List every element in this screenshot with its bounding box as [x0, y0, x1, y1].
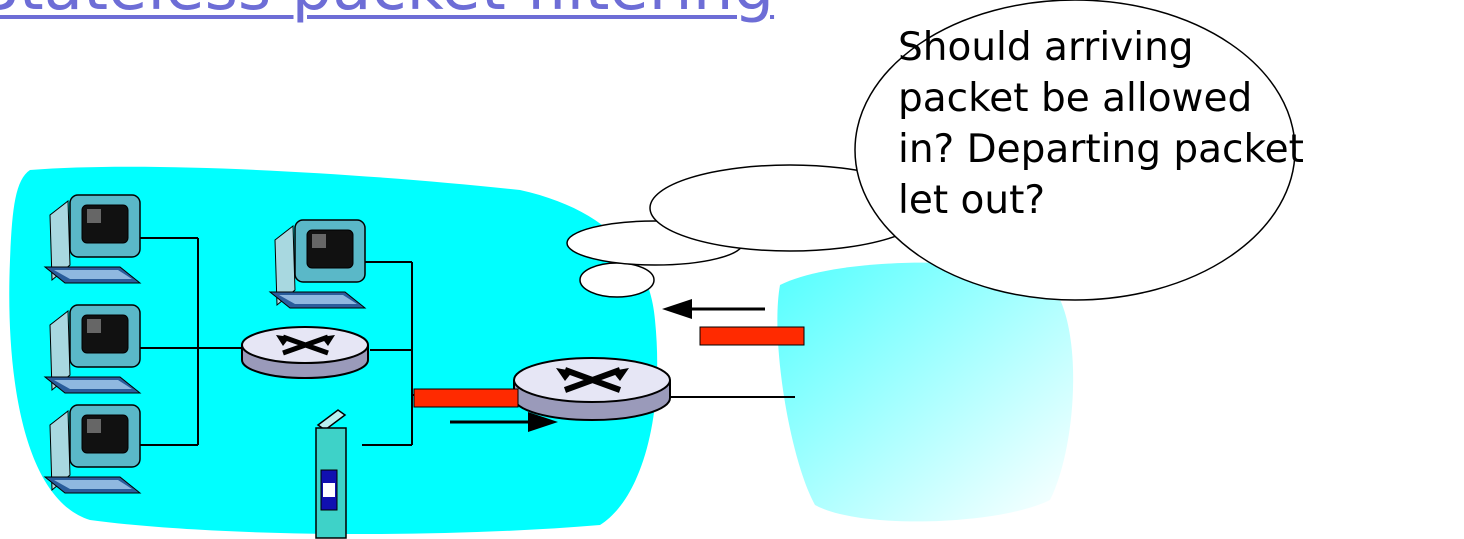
- firewall-router-icon: [514, 358, 670, 420]
- arrow-left-icon: [662, 299, 765, 319]
- incoming-packet: [700, 327, 804, 345]
- server-icon: [316, 410, 346, 538]
- router-icon: [242, 327, 368, 378]
- outgoing-packet: [414, 389, 518, 407]
- callout-line: Should arriving: [898, 22, 1318, 73]
- callout-line: in? Departing packet: [898, 124, 1318, 175]
- thought-bubble-small: [580, 263, 654, 297]
- callout-line: let out?: [898, 175, 1318, 226]
- callout-line: packet be allowed: [898, 73, 1318, 124]
- callout-text: Should arriving packet be allowed in? De…: [898, 22, 1318, 226]
- internet-cloud: [777, 263, 1073, 522]
